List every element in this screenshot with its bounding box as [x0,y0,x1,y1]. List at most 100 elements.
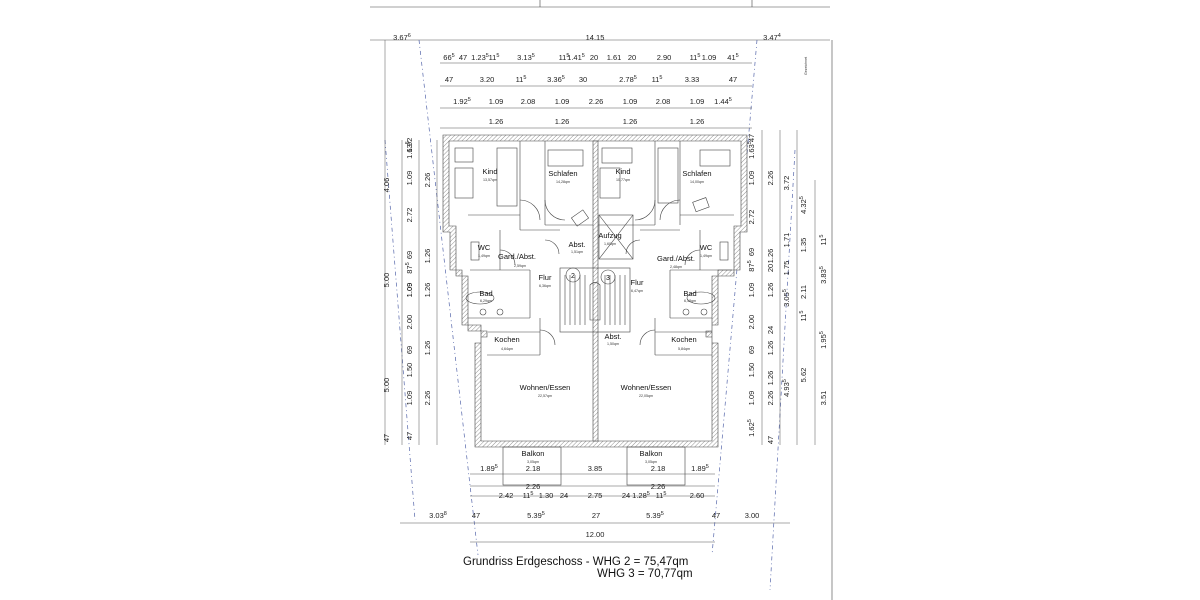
dimension-label: 5.00 [382,378,391,393]
dimension-label: 3.51 [819,391,828,406]
dimension-label: 1.75 [782,261,791,276]
room-label: Balkon [640,449,663,458]
room-area: 5,84qm [678,347,690,351]
stamp-text: Gezeichnet [804,57,808,75]
dimension-label: 1.26 [489,117,504,126]
room-area: 22,57qm [538,394,552,398]
dimension-label: 3.365 [547,75,565,84]
room-label: Wohnen/Essen [621,383,672,392]
dimension-label: 1.285 [632,491,650,500]
dimension-label: 47 [712,511,720,520]
dimension-label: 5.62 [799,368,808,383]
dimension-label: 1.30 [539,491,554,500]
dimension-label: 2.18 [526,464,541,473]
room-area: 3,05qm [645,460,657,464]
dimension-label: 24 [622,491,630,500]
room-area: 1,50qm [607,342,619,346]
dimension-label: 2.42 [499,491,514,500]
room-area: 14,00qm [690,180,704,184]
dimension-label: 1.09 [405,171,414,186]
dimension-label: 1.625 [747,419,756,437]
dimension-label: 2.75 [588,491,603,500]
dimension-label: 115 [652,75,663,84]
dimension-label: 1.50 [405,363,414,378]
dimension-label: 69 [747,346,756,354]
furniture [454,147,731,316]
room-area: 6,47qm [631,289,643,293]
dimension-label: 115 [690,53,701,62]
dimension-label: 1.235 [471,53,489,62]
dimension-label: 3.33 [685,75,700,84]
dimension-label: 115 [559,53,570,62]
dimension-label: 1.09 [747,171,756,186]
dimension-label: 2.26 [766,171,775,186]
room-area: 14,28qm [556,180,570,184]
apartment-number-3: 3 [606,275,610,282]
room-labels: Kind 13,57qm Schlafen 14,28qm Kind 10,77… [478,167,713,464]
dimension-total-depth: 12.00 [586,530,605,539]
caption-line-1: Grundriss Erdgeschoss - WHG 2 = 75,47qm [463,556,688,568]
room-area: 1,51qm [571,250,583,254]
room-label: Wohnen/Essen [520,383,571,392]
dimension-label: 3.055 [782,289,791,307]
dimension-label: 2.00 [747,315,756,330]
room-label: Gard./Abst. [657,254,695,263]
dimension-label: 115 [819,235,828,246]
room-label: Balkon [522,449,545,458]
dimension-label: 2.26 [766,391,775,406]
dimension-label: 2.08 [521,97,536,106]
dimension-label: 115 [489,53,500,62]
dimension-label: 24 [560,491,568,500]
staircase [559,267,631,333]
dimension-label: 2.26 [423,391,432,406]
room-label: Kochen [671,335,696,344]
dimension-label: 1.26 [766,249,775,264]
room-area: 1,49qm [478,254,490,258]
apartment-markers: 2 3 [565,267,616,285]
dimension-label: 3.038 [429,511,447,520]
room-label: Bad [479,289,492,298]
dimension-label: 1.09 [555,97,570,106]
dimension-label: 1.895 [691,464,709,473]
room-area: 1,60qm [604,242,616,246]
room-area: 1,49qm [700,254,712,258]
dimension-label: 1.09 [690,97,705,106]
room-area: 6,29qm [480,299,492,303]
room-label: WC [478,243,491,252]
plot-boundary-lines: Gezeichnet [384,39,808,591]
room-area: 3,05qm [527,460,539,464]
dimension-label: 1.09 [702,53,717,62]
dimension-label: 3.85 [588,464,603,473]
dimension-label: 20 [628,53,636,62]
dimension-label: 2.00 [405,315,414,330]
dimension-label: 1.26 [555,117,570,126]
dimension-label: 3.135 [517,53,535,62]
dimension-label: 1.09 [747,391,756,406]
dimension-label: 69 [405,251,414,259]
dimension-label: 1.35 [799,238,808,253]
dimension-label: 3.835 [819,266,828,284]
dimension-label: 20 [766,264,775,272]
dimension-label: 1.26 [766,371,775,386]
dimension-label: 1.635 [747,141,756,159]
dimension-label: 4.325 [799,196,808,214]
dimension-label: 875 [747,260,756,271]
dimension-label: 4.935 [782,379,791,397]
dimension-right-offset: 3.474 [763,33,781,42]
room-label: Kind [482,167,497,176]
dimension-label: 1.09 [623,97,638,106]
dimension-label: 47 [459,53,467,62]
dimension-label: 2.72 [747,210,756,225]
apartment-number-2: 2 [571,273,575,280]
dimension-label: 47 [729,75,737,84]
room-area: 13,57qm [483,178,497,182]
room-area: 22,05qm [639,394,653,398]
room-label: Aufzug [598,231,621,240]
caption-line-2: WHG 3 = 70,77qm [597,568,693,580]
dimension-label: 3.20 [480,75,495,84]
dimension-label: 1.50 [747,363,756,378]
dimension-label: 1.09 [747,283,756,298]
elevator-shaft [598,214,634,260]
dimension-label: 2.72 [405,208,414,223]
dimension-label: 2.60 [690,491,705,500]
